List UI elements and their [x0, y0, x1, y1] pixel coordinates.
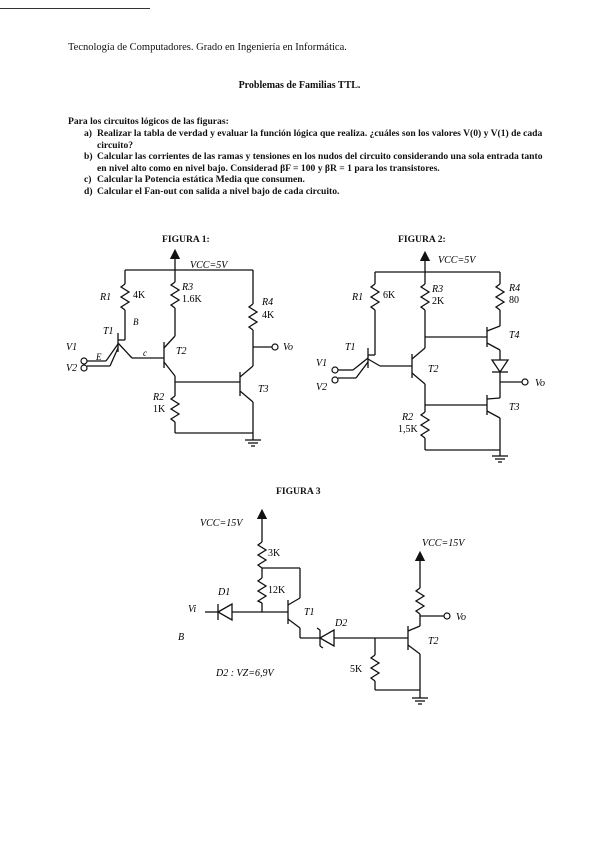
fig2-vcc-label: VCC=5V: [438, 255, 477, 266]
fig1-r4-value: 4K: [262, 310, 275, 321]
figure3-label: FIGURA 3: [276, 486, 321, 497]
fig2-r4-value: 80: [509, 295, 519, 306]
fig1-vo-label: Vo: [283, 342, 293, 353]
r12k-resistor-icon: [256, 577, 268, 604]
task-letter: d): [84, 185, 93, 197]
figure1-label: FIGURA 1:: [162, 234, 210, 245]
fig1-note-b: B: [133, 317, 139, 327]
fig2-v1-label: V1: [316, 358, 327, 369]
fig2-t3-label: T3: [509, 402, 520, 413]
task-letter: a): [84, 128, 92, 139]
figure2-circuit: VCC=5V R1 6K R3 2K R4 80 R2 1,5K T1 T2 T…: [316, 250, 545, 463]
r2-resistor-icon: [419, 411, 431, 439]
fig3-vi-label: Vi: [188, 604, 196, 615]
fig2-vo-label: Vo: [535, 378, 545, 389]
fig2-r1-value: 6K: [383, 290, 396, 301]
scan-edge-line: [0, 8, 150, 9]
fig3-d2-label: D2: [334, 618, 347, 629]
fig2-r4-label: R4: [508, 283, 520, 294]
v2-terminal: [331, 376, 339, 384]
fig1-r1-value: 4K: [133, 290, 146, 301]
r3-resistor-icon: [419, 283, 431, 311]
course-header: Tecnología de Computadores. Grado en Ing…: [68, 42, 347, 53]
r3k-resistor-icon: [256, 541, 268, 569]
v1-terminal: [80, 357, 88, 365]
fig3-r3k-label: 3K: [268, 548, 281, 559]
fig1-v2-label: V2: [66, 363, 77, 374]
r3-resistor-icon: [169, 281, 181, 309]
fig1-r4-label: R4: [261, 297, 273, 308]
v1-terminal: [331, 366, 339, 374]
ground-icon: [412, 697, 428, 705]
fig3-r12k-label: 12K: [268, 585, 286, 596]
task-letter: b): [84, 151, 93, 162]
vo-terminal: [271, 343, 279, 351]
intro-text: Para los circuitos lógicos de las figura…: [68, 116, 229, 127]
task-item: c) Calcular la Potencia estática Media qu…: [84, 174, 554, 186]
fig1-r3-label: R3: [181, 282, 193, 293]
task-text: Calcular la Potencia estática Media que …: [97, 174, 305, 185]
fig2-r2-label: R2: [401, 412, 413, 423]
fig2-t2-label: T2: [428, 364, 439, 375]
vo-terminal: [521, 378, 529, 386]
task-item: d) Calcular el Fan-out con salida a nivel…: [84, 186, 554, 198]
fig2-v2-label: V2: [316, 382, 327, 393]
figure1-circuit: VCC=5V R1 4K R3 1.6K R4 4K R2 1K T1 T2 T…: [66, 248, 293, 447]
fig2-t4-label: T4: [509, 330, 520, 341]
ground-icon: [245, 439, 261, 447]
fig1-r2-value: 1K: [153, 404, 166, 415]
fig3-zener-note: D2 : VZ=6,9V: [215, 668, 275, 679]
page-title: Problemas de Familias TTL.: [238, 80, 361, 91]
fig2-r1-label: R1: [351, 292, 363, 303]
fig3-note-b: B: [178, 632, 184, 643]
fig1-t3-label: T3: [258, 384, 269, 395]
task-text: Calcular las corrientes de las ramas y t…: [97, 151, 543, 174]
fig1-t2-label: T2: [176, 346, 187, 357]
fig3-r5k-label: 5K: [350, 664, 363, 675]
r4-resistor-icon: [494, 283, 506, 311]
fig2-t1-label: T1: [345, 342, 356, 353]
fig3-t1-label: T1: [304, 607, 315, 618]
fig3-vcc-left-label: VCC=15V: [200, 518, 244, 529]
fig3-vcc-right-label: VCC=15V: [422, 538, 466, 549]
fig1-t1-label: T1: [103, 326, 114, 337]
fig3-t2-label: T2: [428, 636, 439, 647]
fig1-r3-value: 1.6K: [182, 294, 203, 305]
v2-terminal: [80, 364, 88, 372]
task-letter: c): [84, 174, 92, 185]
rc-resistor-icon: [414, 587, 426, 615]
fig1-note-c: c: [143, 348, 147, 358]
r1-resistor-icon: [119, 283, 131, 311]
fig2-r3-value: 2K: [432, 296, 445, 307]
figure2-label: FIGURA 2:: [398, 234, 446, 245]
task-list: a) Realizar la tabla de verdad y evaluar …: [84, 128, 554, 197]
task-text: Calcular el Fan-out con salida a nivel b…: [97, 185, 340, 197]
vo-terminal: [443, 612, 451, 620]
r1-resistor-icon: [369, 283, 381, 311]
fig3-d1-label: D1: [217, 587, 230, 598]
fig3-vo-label: Vo: [456, 612, 466, 623]
figure3-circuit: VCC=15V VCC=15V 3K 12K 5K D1 D2 T1 T2 Vi…: [178, 508, 466, 705]
fig1-r2-label: R2: [152, 392, 164, 403]
fig2-r3-label: R3: [431, 284, 443, 295]
task-text: Realizar la tabla de verdad y evaluar la…: [97, 128, 543, 151]
fig2-r2-value: 1,5K: [398, 424, 419, 435]
diode-icon: [490, 359, 510, 374]
fig1-note-e: E: [95, 352, 102, 362]
fig1-vcc-label: VCC=5V: [190, 260, 229, 271]
fig1-r1-label: R1: [99, 292, 111, 303]
r4-resistor-icon: [247, 303, 259, 331]
fig1-v1-label: V1: [66, 342, 77, 353]
task-item: b) Calcular las corrientes de las ramas y…: [84, 151, 554, 174]
r5k-resistor-icon: [369, 654, 381, 682]
task-item: a) Realizar la tabla de verdad y evaluar …: [84, 128, 554, 151]
ground-icon: [492, 455, 508, 463]
r2-resistor-icon: [169, 395, 181, 423]
